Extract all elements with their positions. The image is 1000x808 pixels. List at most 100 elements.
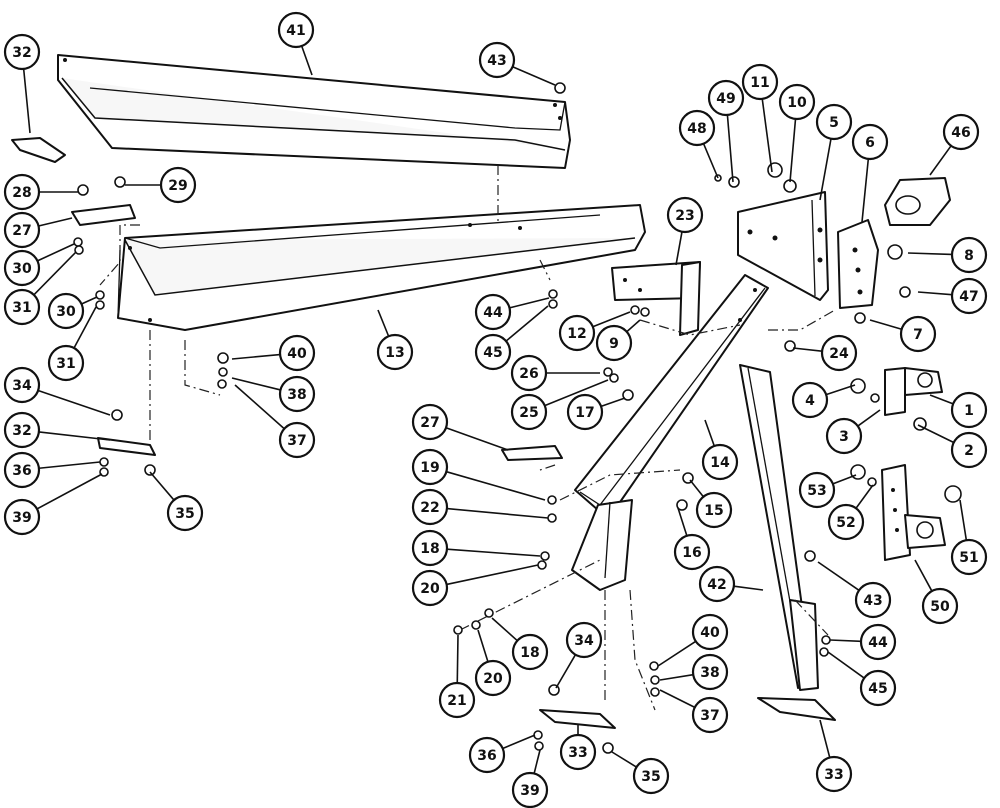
leader-line [38,431,111,441]
callout-circle [691,653,729,691]
callout-number: 14 [710,455,730,471]
callout-circle [851,123,889,161]
callout-circle [815,755,853,793]
callout-28: 28 [3,173,78,211]
callout-number: 34 [12,378,32,394]
leader-line [600,397,626,408]
leader-line [914,559,933,592]
callout-circle [47,292,85,330]
callout-circle [474,293,512,331]
callout-number: 32 [12,45,31,61]
leader-line [37,243,75,262]
leader-line [827,651,865,679]
callout-51: 51 [950,499,988,576]
callout-circle [565,621,603,659]
callout-number: 35 [175,506,194,522]
beam-14 [574,274,769,511]
plate-6 [837,219,879,309]
callout-43: 43 [478,41,556,86]
callout-number: 51 [959,550,978,566]
callout-25: 25 [510,379,609,431]
callout-42: 42 [698,565,764,603]
callout-circle [691,613,729,651]
leader-line [37,389,111,416]
callout-18: 18 [411,529,541,567]
callout-44: 44 [474,293,550,331]
callout-circle [707,79,745,117]
callout-number: 24 [829,346,849,362]
callout-circle [825,417,863,455]
callout-number: 6 [865,135,875,151]
callout-11: 11 [741,63,779,173]
channel-13 [117,204,646,331]
callout-circle [827,503,865,541]
callout-36: 36 [468,734,536,774]
callout-number: 30 [56,304,76,320]
callout-23: 23 [666,196,704,266]
callout-35: 35 [149,471,204,532]
callout-circle [632,757,670,795]
callout-41: 41 [277,11,315,76]
bracket-46 [884,177,951,226]
callout-number: 40 [700,625,720,641]
callout-48: 48 [678,109,719,179]
callout-number: 18 [520,645,539,661]
callout-circle [3,211,41,249]
leader-line [819,138,832,201]
strip-42 [739,364,819,691]
bracket-50 [881,464,946,561]
callout-number: 44 [868,635,888,651]
plate-32-top [11,137,66,163]
callout-number: 27 [420,415,439,431]
callout-number: 10 [787,95,807,111]
callout-2: 2 [917,424,988,469]
leader-line [659,689,696,709]
callout-circle [511,771,549,808]
leader-line [231,377,281,391]
callout-number: 4 [805,393,815,409]
callout-53: 53 [798,471,857,509]
callout-circle [278,334,316,372]
callout-45: 45 [474,305,549,371]
channel-41 [57,54,571,169]
leader-line [675,231,683,266]
callout-circle [820,334,858,372]
leader-line [917,424,955,444]
leader-line [702,143,719,179]
callout-circle [950,538,988,576]
callout-number: 36 [12,463,31,479]
callout-30: 30 [3,243,75,287]
callout-circle [3,288,41,326]
callout-number: 45 [483,345,502,361]
callout-45: 45 [827,651,897,707]
callout-circle [566,393,604,431]
callout-9: 9 [595,319,641,362]
leader-line [817,561,860,591]
callout-number: 25 [519,405,538,421]
callout-circle [3,498,41,536]
callout-38: 38 [231,375,316,413]
callout-circle [474,659,512,697]
callout-circle [701,443,739,481]
callout-circle [595,324,633,362]
callout-39: 39 [3,473,103,536]
leader-line [446,548,541,557]
callout-circle [678,109,716,147]
callout-number: 33 [824,767,843,783]
leader-line [231,353,281,360]
callout-33: 33 [559,725,597,771]
callout-number: 34 [574,633,594,649]
callout-5: 5 [815,103,853,201]
leader-line [445,426,509,451]
callout-49: 49 [707,79,745,183]
callout-number: 32 [12,423,31,439]
callout-4: 4 [791,381,856,419]
leader-line [36,473,103,510]
callout-27: 27 [411,403,509,451]
leader-line [657,640,697,667]
leader-line [907,252,953,256]
callout-circle [859,623,897,661]
callout-number: 37 [287,433,306,449]
callout-number: 38 [700,665,719,681]
leader-line [234,384,285,430]
